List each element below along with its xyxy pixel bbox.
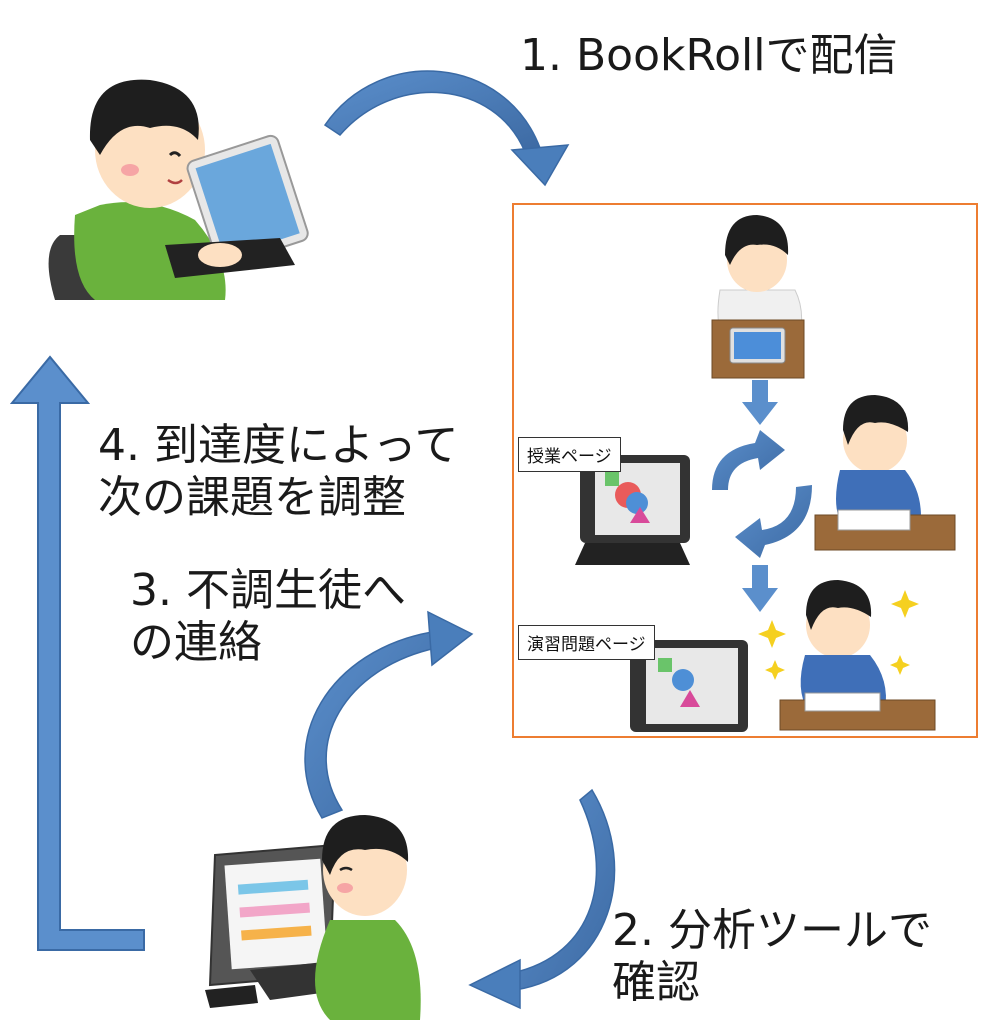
- teacher-tablet-illustration: [48, 79, 309, 300]
- step-3-number: 3.: [130, 565, 172, 616]
- arrow-step4: [9, 355, 145, 951]
- exercise-page-label: 演習問題ページ: [518, 625, 655, 660]
- step-3-label: 3. 不調生徒へ の連絡: [130, 565, 406, 669]
- arrow-step3: [304, 610, 474, 819]
- step-2-text-line2: 確認: [612, 956, 700, 1008]
- step-1-text: BookRollで配信: [575, 30, 898, 81]
- student-studying-illustration: [814, 395, 956, 551]
- lesson-flow-box: [512, 203, 978, 738]
- step-2-label: 2. 分析ツールで 確認: [612, 905, 932, 1009]
- arrow-step2: [468, 788, 616, 1010]
- lesson-page-label: 授業ページ: [518, 437, 621, 472]
- step-2-text-line1: 分析ツールで: [667, 905, 932, 956]
- tablet-lesson-illustration: [575, 455, 690, 565]
- step-3-text-line2: の連絡: [130, 616, 262, 668]
- step-2-number: 2.: [612, 905, 654, 956]
- step-1-label: 1. BookRollで配信: [520, 30, 897, 82]
- step-4-text-line1: 到達度によって: [153, 420, 459, 471]
- step-4-label: 4. 到達度によって 次の課題を調整: [98, 420, 458, 524]
- student-with-tablet-illustration: [711, 215, 805, 379]
- student-success-illustration: [758, 580, 936, 731]
- teacher-laptop-illustration: [205, 815, 421, 1020]
- arrow-step1: [323, 70, 570, 187]
- step-4-number: 4.: [98, 420, 140, 471]
- tablet-exercise-illustration: [630, 640, 748, 732]
- step-1-number: 1.: [520, 30, 562, 81]
- down-arrow-2: [742, 565, 778, 612]
- step-3-text-line1: 不調生徒へ: [185, 565, 406, 616]
- step-4-text-line2: 次の課題を調整: [98, 471, 406, 523]
- down-arrow-1: [742, 380, 778, 425]
- cycle-arrows: [712, 430, 812, 558]
